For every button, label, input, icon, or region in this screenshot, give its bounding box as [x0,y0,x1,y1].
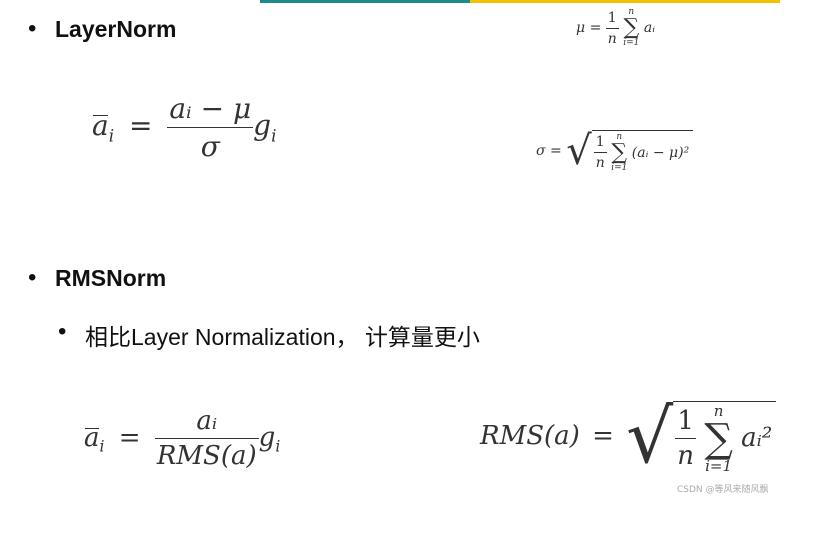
top-accent-bar [0,0,830,3]
bullet-layernorm: • [28,15,37,42]
heading-layernorm: LayerNorm [55,16,177,42]
watermark-text: CSDN @等风来随风飘 [677,485,769,495]
rmsnorm-note-text: 相比Layer Normalization， 计算量更小 [85,324,480,350]
bullet-rmsnorm-note: • [58,318,67,345]
bullet-rmsnorm: • [28,264,37,291]
heading-rmsnorm: RMSNorm [55,265,167,291]
